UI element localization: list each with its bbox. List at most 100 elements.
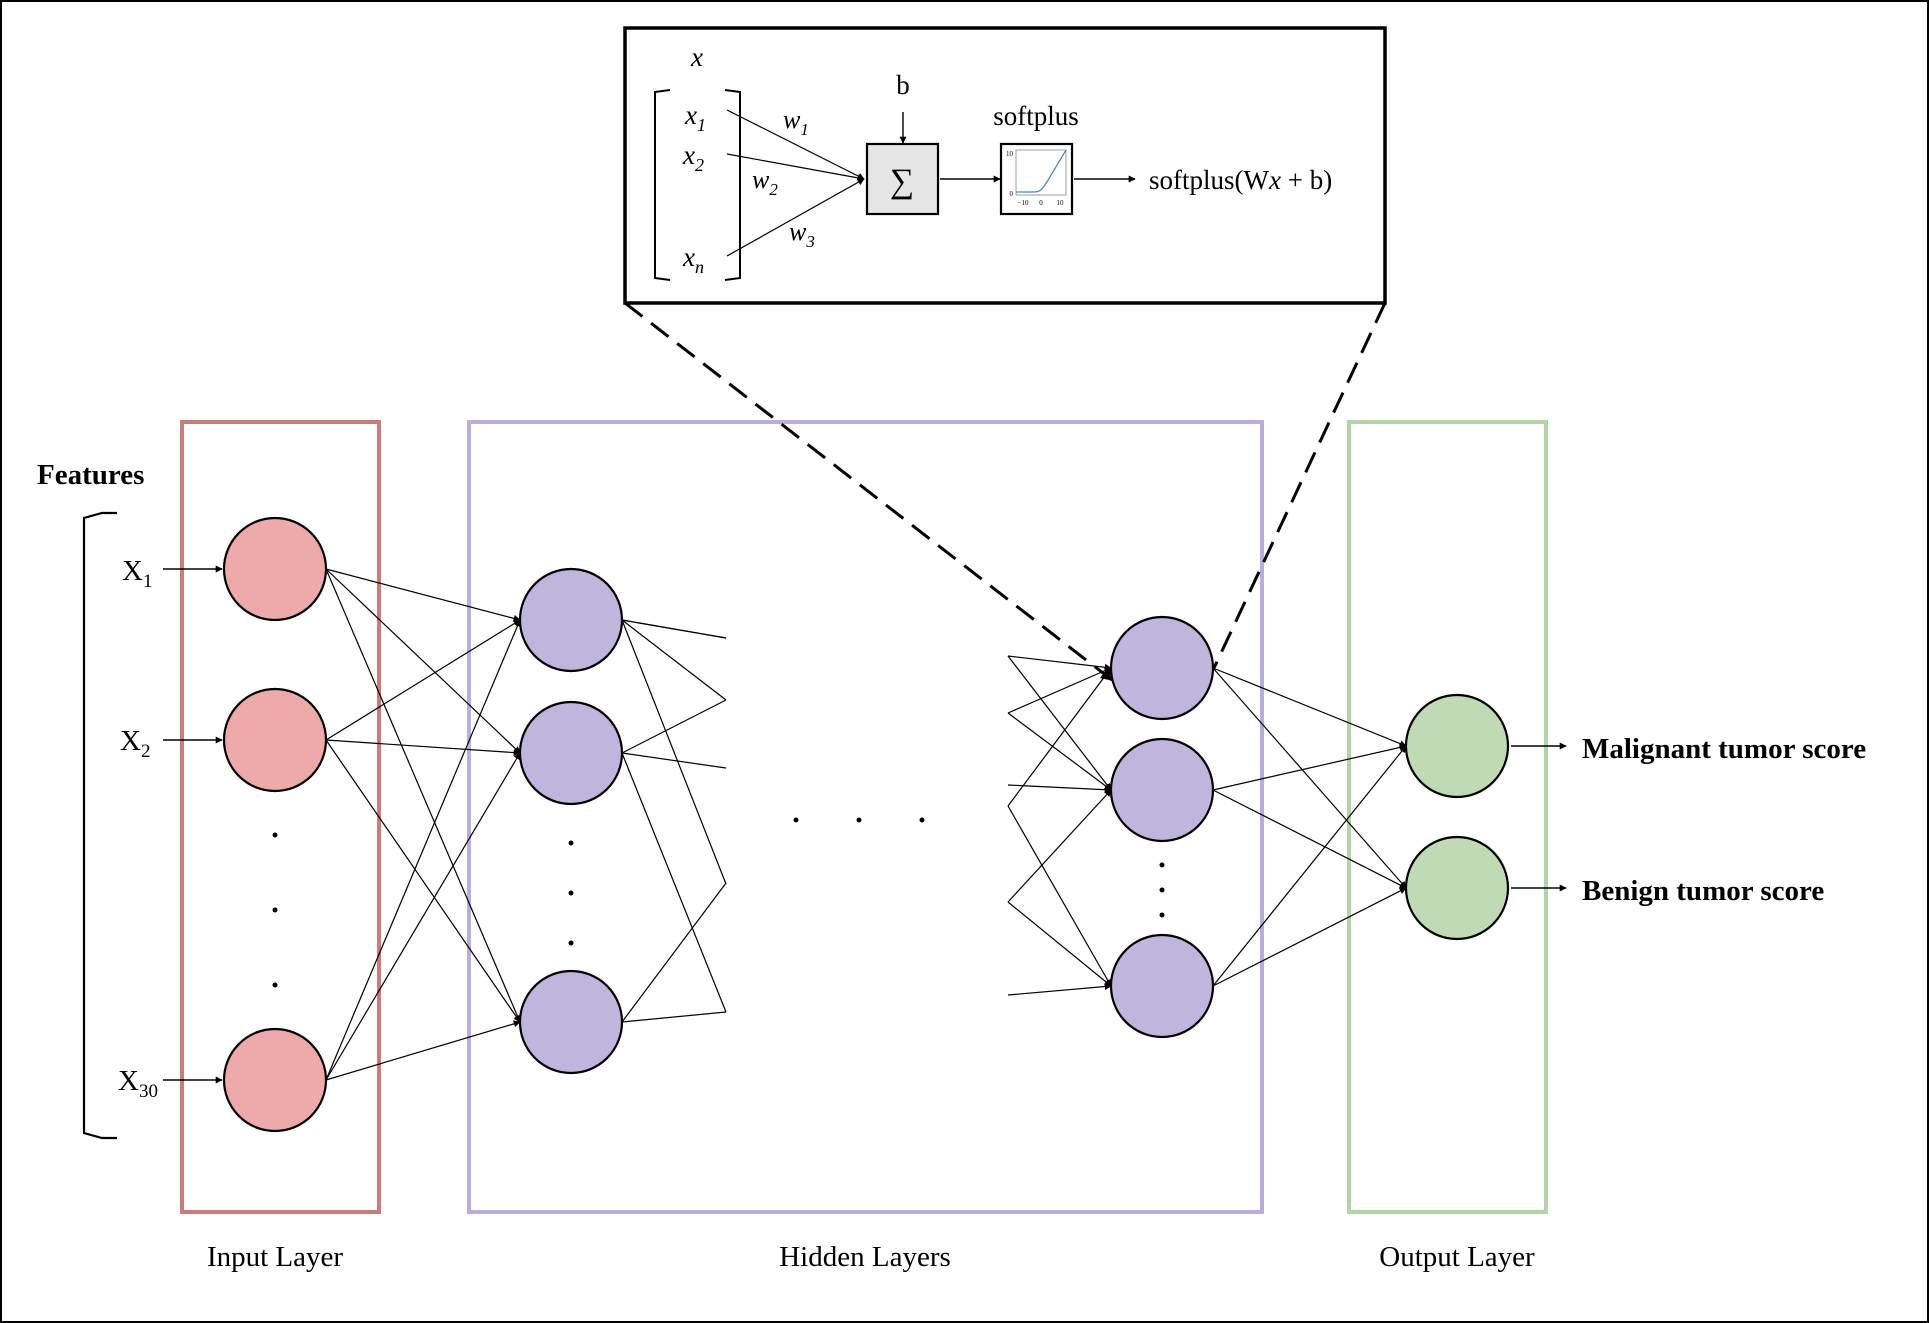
hidden-layers-ellipsis-dot bbox=[856, 817, 862, 823]
hidden-layers-caption: Hidden Layers bbox=[779, 1241, 951, 1273]
vector-bracket-right bbox=[724, 89, 741, 281]
hidden-node bbox=[518, 700, 624, 806]
activation-plot-frame bbox=[999, 142, 1074, 216]
network-connections bbox=[325, 568, 1407, 1081]
hidden-node bbox=[1109, 737, 1215, 843]
hidden-fanin-edge bbox=[1007, 667, 1112, 807]
input-ellipsis-dot bbox=[272, 907, 278, 913]
hidden-layers-ellipsis-dot bbox=[793, 817, 799, 823]
feature-label-x2: X2 bbox=[120, 725, 150, 762]
benign-score-label: Benign tumor score bbox=[1582, 875, 1824, 907]
feature-label-x1: X1 bbox=[122, 555, 152, 592]
input-node bbox=[222, 1027, 328, 1133]
zoom-line-left bbox=[624, 301, 1113, 682]
input-to-hidden-edge bbox=[325, 619, 521, 1081]
input-to-hidden-edge bbox=[325, 739, 521, 1023]
vector-entry-x2: x2 bbox=[682, 140, 704, 175]
output-node bbox=[1404, 693, 1510, 799]
hidden-fanout-edge bbox=[621, 619, 727, 701]
input-to-hidden-edge bbox=[325, 568, 521, 622]
hidden-node bbox=[518, 969, 624, 1075]
zoom-line-right bbox=[1212, 302, 1387, 669]
plot-x-tick: 0 bbox=[1039, 199, 1043, 207]
hidden-fanout-edge bbox=[621, 752, 727, 1013]
activation-plot-axes bbox=[1015, 149, 1067, 196]
summation-block bbox=[865, 142, 940, 216]
hidden-fanin-edge bbox=[1007, 655, 1112, 791]
weight-line-1 bbox=[726, 109, 865, 180]
hidden-to-output-edge bbox=[1212, 667, 1407, 747]
weight-label-w1: w1 bbox=[783, 105, 809, 139]
hidden-fanin-edge bbox=[1007, 901, 1112, 987]
input-to-hidden-edge bbox=[325, 568, 521, 1023]
input-node bbox=[222, 516, 328, 622]
hidden-fanout-edge bbox=[621, 752, 727, 769]
hiddenN-ellipsis-dot bbox=[1159, 862, 1165, 868]
network-nodes bbox=[222, 516, 1510, 1133]
input-to-hidden-edge bbox=[325, 619, 521, 741]
bias-label: b bbox=[896, 70, 910, 100]
hidden-fanin-edge bbox=[1007, 983, 1112, 996]
hiddenN-ellipsis-dot bbox=[1159, 887, 1165, 893]
hidden-fanin-edge bbox=[1007, 789, 1112, 903]
plot-y-tick: 10 bbox=[1006, 150, 1014, 158]
hidden-fanout-edge bbox=[621, 619, 727, 639]
neuron-detail-inset: x x1 x2 xn w1 w2 w3 b ∑ softplus 10 0 −1… bbox=[623, 26, 1387, 305]
hidden-fanin-edge bbox=[1007, 667, 1112, 714]
hidden-layers-ellipsis-dot bbox=[919, 817, 925, 823]
activation-name: softplus bbox=[993, 101, 1079, 131]
input-ellipsis-dot bbox=[272, 832, 278, 838]
summation-symbol: ∑ bbox=[890, 163, 914, 200]
neuron-output-expression: softplus(Wx + b) bbox=[1149, 165, 1332, 195]
hidden-fanout-edge bbox=[621, 882, 727, 1023]
hidden-node bbox=[1109, 615, 1215, 721]
input-layer-caption: Input Layer bbox=[207, 1241, 343, 1273]
hidden-node bbox=[518, 567, 624, 673]
input-ellipsis-dot bbox=[272, 982, 278, 988]
vector-bracket-left bbox=[654, 89, 671, 281]
input-to-hidden-edge bbox=[325, 1020, 521, 1081]
hidden-to-output-edge bbox=[1212, 743, 1407, 791]
input-vector-label: x bbox=[690, 42, 703, 72]
malignant-score-label: Malignant tumor score bbox=[1582, 733, 1866, 765]
input-to-hidden-edge bbox=[325, 568, 521, 754]
vector-entry-x1: x1 bbox=[684, 100, 706, 135]
hidden-to-output-edge bbox=[1212, 887, 1407, 987]
hiddenN-ellipsis-dot bbox=[1159, 912, 1165, 918]
hidden-fanout-edge bbox=[621, 1011, 727, 1023]
input-to-hidden-edge bbox=[325, 752, 521, 1081]
weight-label-w3: w3 bbox=[789, 217, 815, 251]
hidden-fanout-edge bbox=[621, 699, 727, 754]
hidden-node bbox=[1109, 933, 1215, 1039]
output-layer-box bbox=[1347, 420, 1548, 1214]
hidden-fanin-edge bbox=[1007, 805, 1112, 987]
plot-x-tick: 10 bbox=[1057, 199, 1065, 207]
input-node bbox=[222, 687, 328, 793]
hidden-to-output-edge bbox=[1212, 789, 1407, 889]
hidden-fanin-edge bbox=[1007, 712, 1112, 791]
weight-label-w2: w2 bbox=[752, 165, 778, 199]
weight-line-3 bbox=[726, 178, 865, 257]
hidden-fanin-edge bbox=[1007, 655, 1112, 671]
vector-entry-xn: xn bbox=[682, 242, 704, 277]
hidden1-ellipsis-dot bbox=[568, 890, 574, 896]
plot-x-tick: −10 bbox=[1018, 199, 1029, 207]
hidden-to-output-edge bbox=[1212, 667, 1407, 889]
hidden1-ellipsis-dot bbox=[568, 840, 574, 846]
hidden-layers-box bbox=[467, 420, 1264, 1214]
feature-label-x30: X30 bbox=[118, 1065, 158, 1102]
features-bracket bbox=[82, 511, 117, 1140]
weight-line-2 bbox=[726, 153, 865, 182]
plot-y-tick: 0 bbox=[1010, 190, 1014, 198]
features-title: Features bbox=[37, 459, 144, 491]
hidden-to-output-edge bbox=[1212, 745, 1407, 987]
input-to-hidden-edge bbox=[325, 739, 521, 757]
output-layer-caption: Output Layer bbox=[1379, 1241, 1535, 1273]
hidden-fanout-edge bbox=[621, 619, 727, 885]
output-node bbox=[1404, 835, 1510, 941]
hidden-fanin-edge bbox=[1007, 784, 1112, 794]
softplus-curve bbox=[1016, 149, 1067, 193]
hidden1-ellipsis-dot bbox=[568, 940, 574, 946]
